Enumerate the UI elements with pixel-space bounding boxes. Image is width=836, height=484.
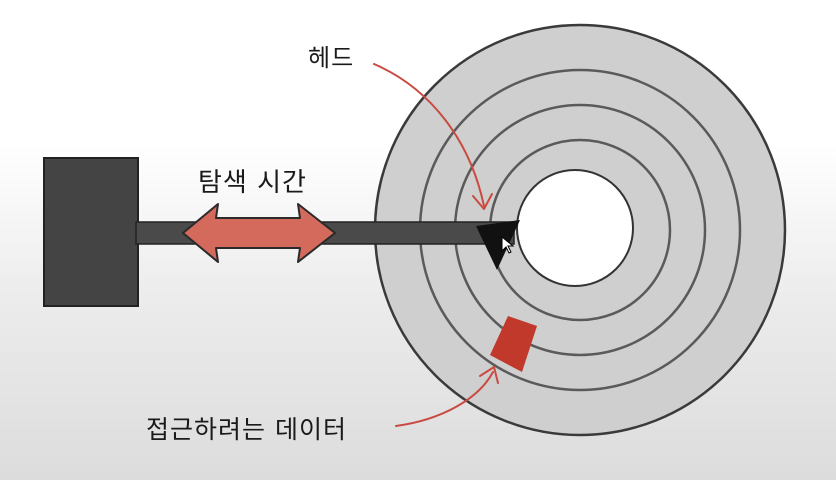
head-pointer-arrow — [373, 63, 485, 207]
seek-time-label: 탐색 시간 — [198, 168, 307, 198]
target-sector — [490, 316, 537, 372]
data-pointer-arrowhead — [479, 366, 499, 384]
target-data-label: 접근하려는 데이터 — [146, 415, 347, 444]
data-pointer-arrow — [395, 371, 494, 427]
arm-block — [43, 157, 139, 307]
head-label: 헤드 — [308, 44, 355, 72]
spindle-hole — [516, 169, 634, 287]
head-pointer-arrowhead — [472, 193, 493, 210]
mouse-pointer-icon — [501, 235, 515, 254]
read-write-head — [476, 220, 520, 270]
seek-time-arrow — [182, 203, 336, 263]
